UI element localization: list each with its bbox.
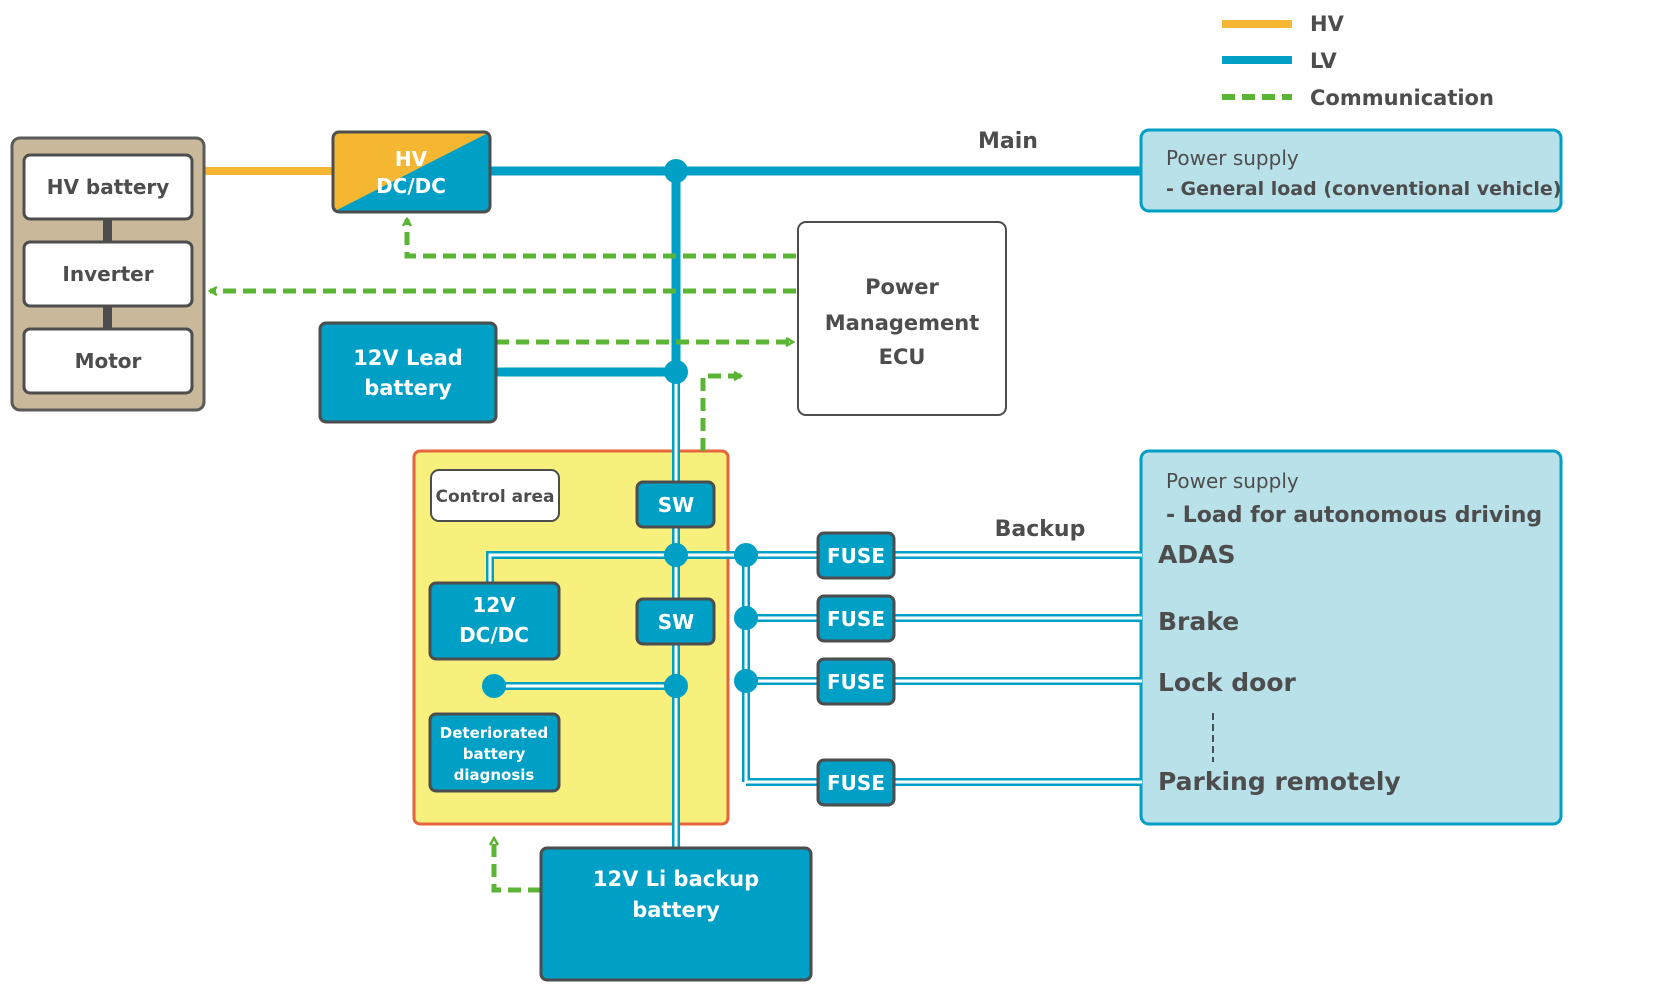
junction-dot xyxy=(664,360,688,384)
power-supply-main-title: Power supply xyxy=(1166,146,1299,170)
fuse-4-box xyxy=(816,758,896,807)
comm-control-area-to-ecu xyxy=(700,376,741,451)
drive-unit-link-2 xyxy=(103,305,112,329)
fuse-2-box xyxy=(816,594,896,643)
ecu-label-line3: ECU xyxy=(879,345,926,369)
battery-diagnosis-label-line1: Deteriorated xyxy=(440,724,548,742)
junctions xyxy=(482,159,758,698)
load-brake-label: Brake xyxy=(1158,607,1239,636)
lv-lines xyxy=(490,166,1142,377)
legend-hv-label: HV xyxy=(1310,12,1345,36)
sw-2-box xyxy=(635,597,716,646)
dcdc-12v-label-line2: DC/DC xyxy=(459,623,529,647)
hv-dcdc-border xyxy=(331,130,492,214)
sw-1-box xyxy=(635,480,716,529)
junction-dot xyxy=(482,674,506,698)
drive-unit-link-1 xyxy=(103,218,112,242)
load-lock-door-label: Lock door xyxy=(1158,668,1297,697)
li-battery-box xyxy=(539,846,813,982)
junction-dot xyxy=(734,669,758,693)
motor-label: Motor xyxy=(75,349,142,373)
fuse-1-label: FUSE xyxy=(827,544,885,568)
comm-li-battery-to-control-area xyxy=(494,838,541,893)
legend: HV LV Communication xyxy=(1222,12,1494,110)
hv-dcdc-hv-half xyxy=(333,132,490,212)
main-label: Main xyxy=(978,129,1038,154)
legend-lv-label: LV xyxy=(1310,49,1337,73)
ecu-label-line1: Power xyxy=(865,275,939,299)
junction-dot xyxy=(734,543,758,567)
fuse-3-label: FUSE xyxy=(827,670,885,694)
hv-battery-label: HV battery xyxy=(47,175,170,199)
fuse-4-label: FUSE xyxy=(827,771,885,795)
power-management-ecu: Power Management ECU xyxy=(797,221,1007,416)
fuse-2-label: FUSE xyxy=(827,607,885,631)
lead-battery: 12V Lead battery xyxy=(318,321,498,424)
battery-diagnosis-label-line3: diagnosis xyxy=(454,766,535,784)
hv-dcdc: HV DC/DC xyxy=(331,130,492,214)
fuses: FUSE FUSE FUSE FUSE xyxy=(816,531,896,807)
legend-communication-label: Communication xyxy=(1310,86,1494,110)
battery-diagnosis-box xyxy=(428,712,561,793)
junction-dot xyxy=(664,159,688,183)
backup-label: Backup xyxy=(995,517,1086,542)
power-supply-backup-title: Power supply xyxy=(1166,469,1299,493)
control-area-label-box xyxy=(430,469,560,522)
fuse-1-box xyxy=(816,531,896,580)
control-area-contents: Control area SW SW 12V DC/DC Deteriorate… xyxy=(428,469,716,793)
li-backup-battery: 12V Li backup battery xyxy=(539,846,813,982)
drive-unit: HV battery Inverter Motor xyxy=(10,136,206,412)
power-supply-main-box xyxy=(1139,128,1563,213)
junction-dot xyxy=(664,674,688,698)
sw-2-label: SW xyxy=(658,610,694,634)
power-supply-backup-subtitle: - Load for autonomous driving xyxy=(1166,503,1542,528)
inverter-label: Inverter xyxy=(62,262,153,286)
fuse-3-box xyxy=(816,657,896,706)
junction-dot xyxy=(734,606,758,630)
comm-ecu-to-hv-dcdc xyxy=(407,219,796,259)
communication-lines xyxy=(210,219,796,893)
hv-dcdc-label-line1: HV xyxy=(395,147,428,171)
load-parking-remotely-label: Parking remotely xyxy=(1158,767,1401,796)
li-battery-label-line2: battery xyxy=(632,898,720,922)
lead-battery-box xyxy=(318,321,498,424)
lead-battery-label-line2: battery xyxy=(364,376,452,400)
battery-diagnosis-label-line2: battery xyxy=(463,745,526,763)
hv-dcdc-label-line2: DC/DC xyxy=(376,174,446,198)
junction-dot xyxy=(664,543,688,567)
ecu-box xyxy=(797,221,1007,416)
power-supply-main: Power supply - General load (conventiona… xyxy=(1139,128,1563,213)
dcdc-12v-label-line1: 12V xyxy=(472,593,516,617)
li-battery-label-line1: 12V Li backup xyxy=(593,867,759,891)
load-adas-label: ADAS xyxy=(1158,540,1235,569)
hv-battery-box xyxy=(22,153,194,221)
lead-battery-label-line1: 12V Lead xyxy=(353,346,463,370)
power-supply-main-subtitle: - General load (conventional vehicle) xyxy=(1166,178,1561,200)
control-area-label: Control area xyxy=(435,487,554,507)
sw-1-label: SW xyxy=(658,493,694,517)
motor-box xyxy=(22,327,194,395)
inverter-box xyxy=(22,240,194,308)
dcdc-12v-box xyxy=(428,581,561,661)
power-supply-backup-box xyxy=(1139,449,1563,826)
power-supply-backup: Power supply - Load for autonomous drivi… xyxy=(1158,469,1542,796)
ecu-label-line2: Management xyxy=(825,311,980,335)
